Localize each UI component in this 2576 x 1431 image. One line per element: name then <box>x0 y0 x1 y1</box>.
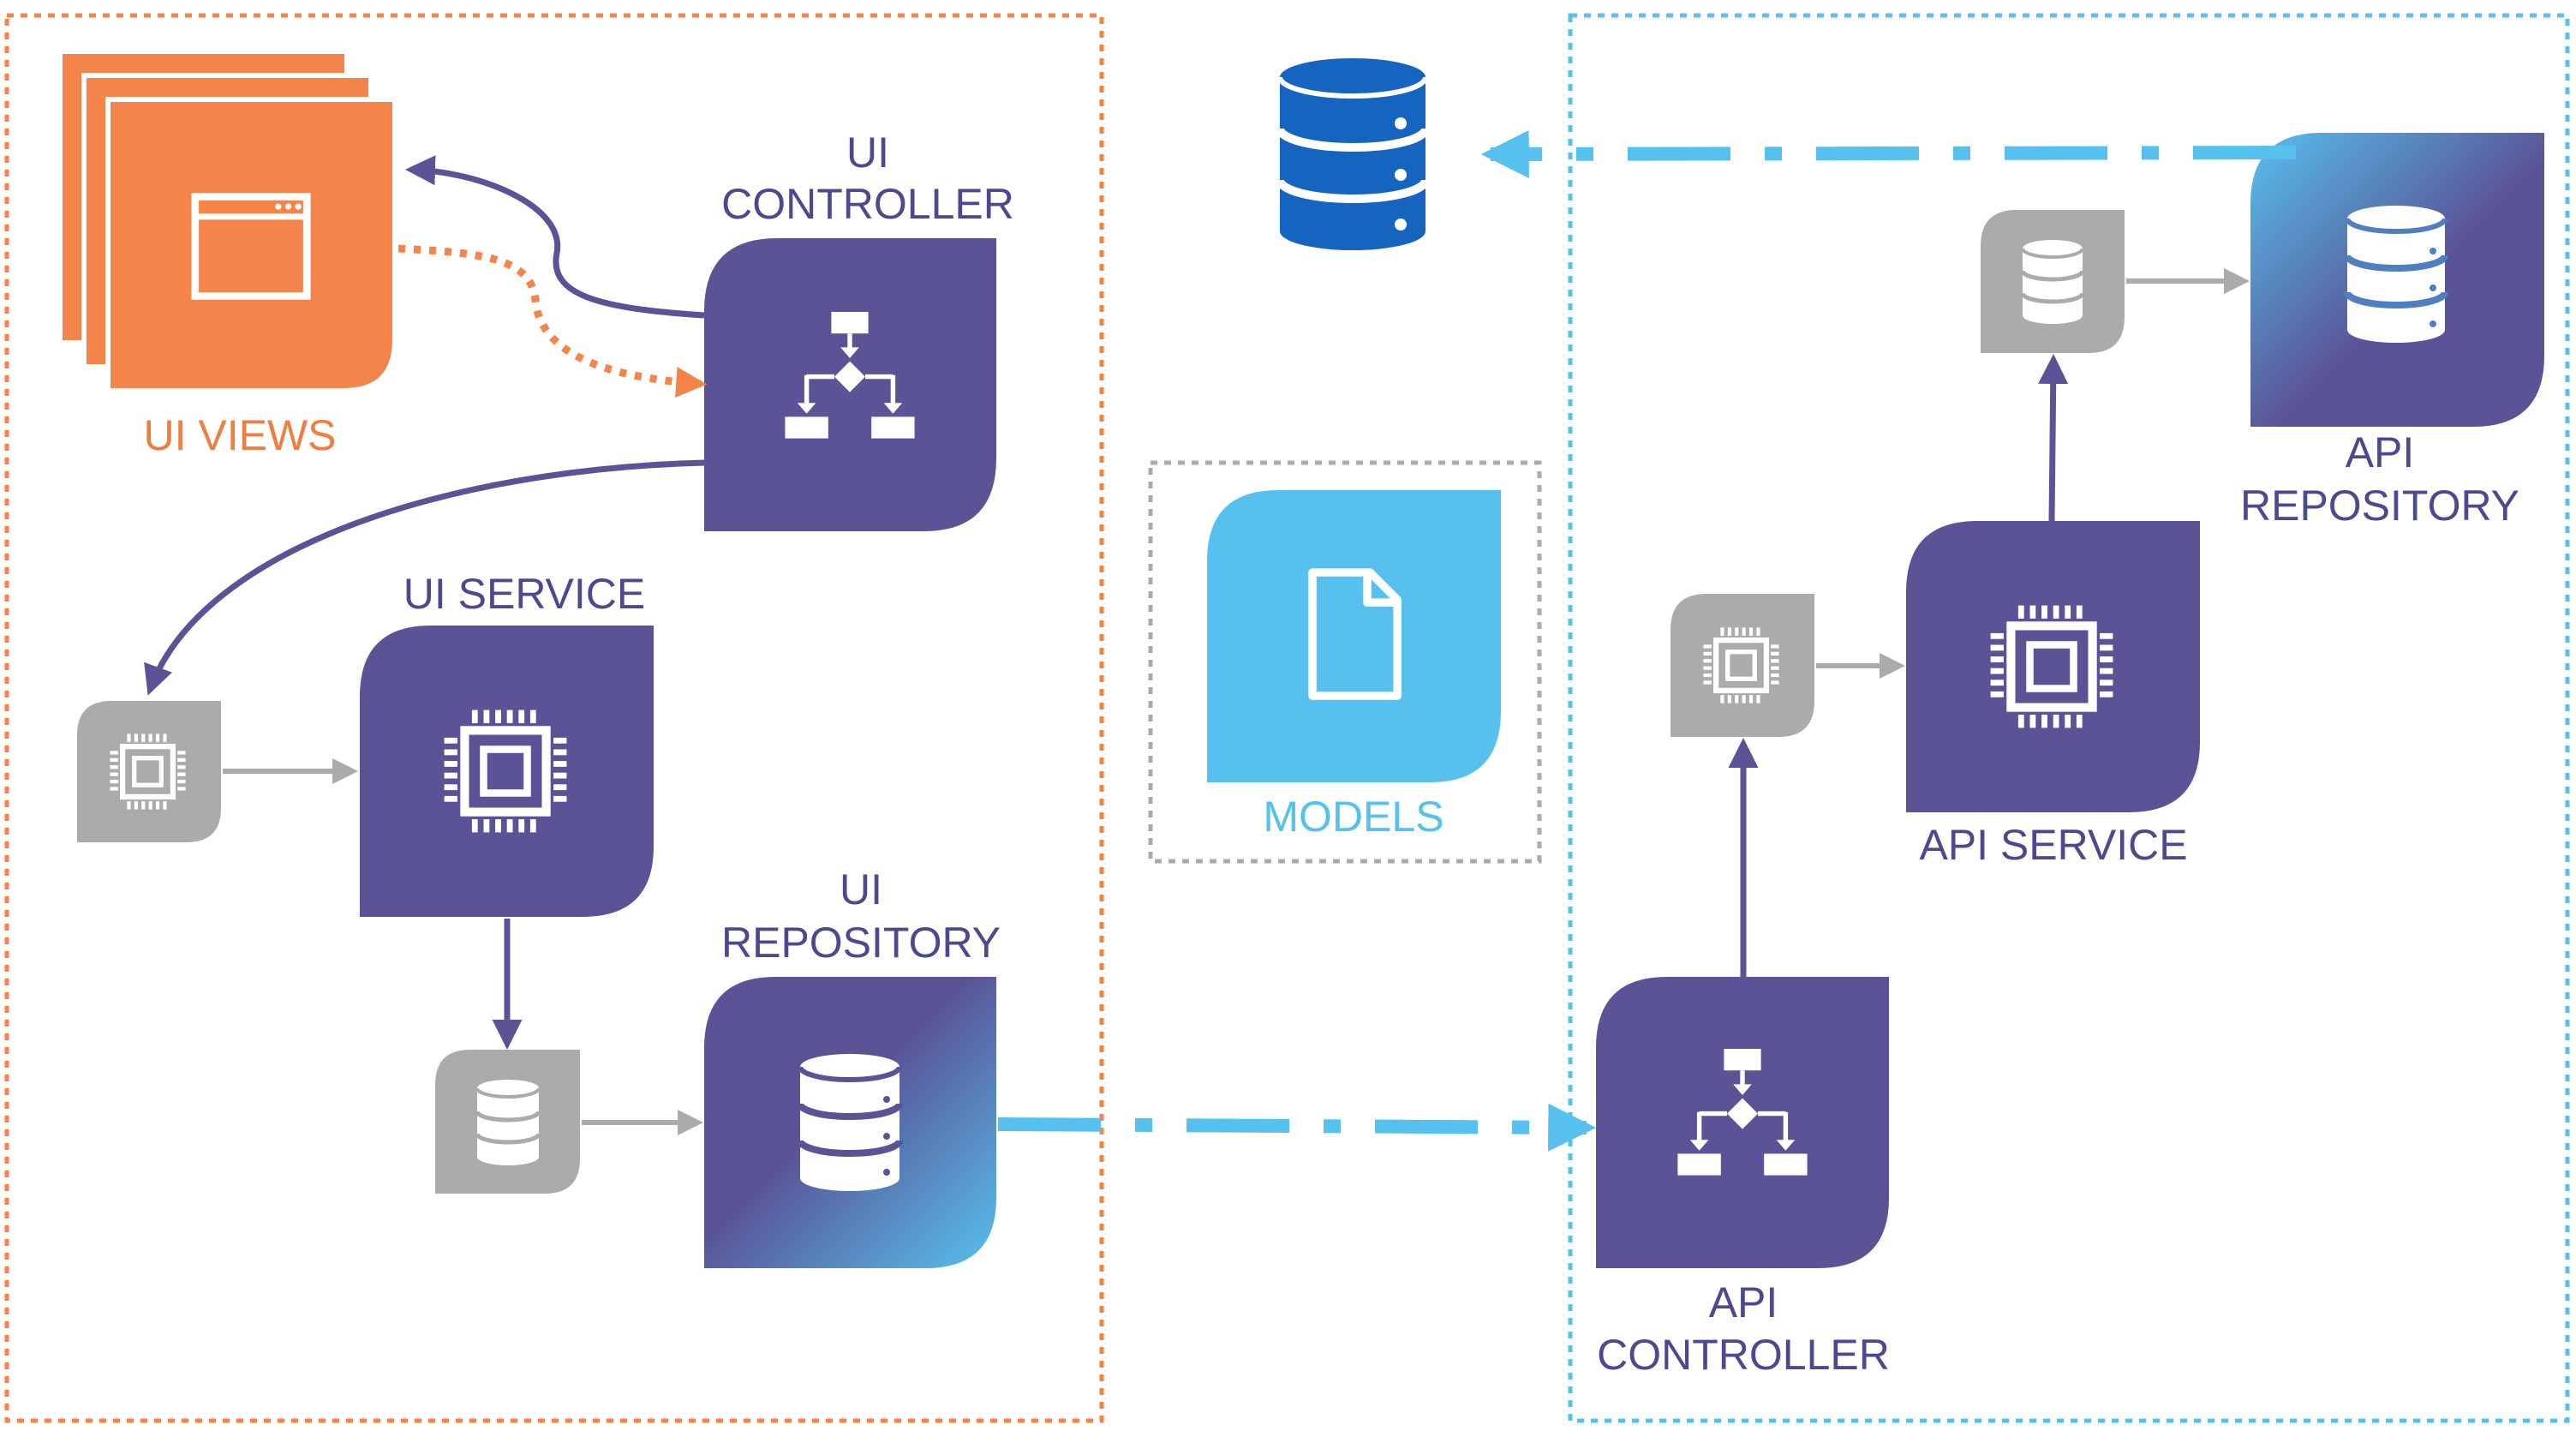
ui-layer-boundary <box>4 13 1104 1423</box>
ui-controller-node <box>704 238 996 531</box>
api-service-interface-node <box>1671 594 1814 737</box>
database-icon <box>797 1054 903 1191</box>
api-repository-node <box>2250 133 2544 427</box>
ui-repository-interface-node <box>435 1050 580 1194</box>
ui-service-node <box>360 626 654 917</box>
ui-repository-label-1: UI <box>840 865 882 913</box>
api-repository-label-2: REPOSITORY <box>2240 482 2519 530</box>
models-boundary <box>1148 460 1542 864</box>
api-controller-label-1: API <box>1709 1278 1778 1326</box>
api-layer-boundary <box>1568 13 2570 1423</box>
ui-repository-label-2: REPOSITORY <box>721 919 1001 967</box>
models-label: MODELS <box>1263 793 1443 841</box>
ui-views-node <box>57 49 397 393</box>
external-database <box>1276 58 1430 250</box>
api-service-to-repository-arrow <box>2038 354 2069 522</box>
ui-repository-node <box>704 977 996 1268</box>
api-service-node <box>1906 521 2200 812</box>
ui-controller-label-1: UI <box>846 129 889 177</box>
api-repository-label-1: API <box>2346 428 2415 476</box>
ui-views-label: UI VIEWS <box>143 411 336 459</box>
api-controller-node <box>1596 977 1889 1268</box>
api-controller-label-2: CONTROLLER <box>1597 1331 1890 1379</box>
db-query-arrow <box>1480 129 2297 178</box>
controller-to-service-arrow <box>144 459 705 696</box>
ui-controller-label-2: CONTROLLER <box>721 180 1014 228</box>
api-service-label: API SERVICE <box>1919 821 2187 869</box>
api-repository-interface-node <box>1981 210 2125 353</box>
http-call-arrow <box>997 1103 1597 1152</box>
ui-service-label: UI SERVICE <box>403 570 646 618</box>
controller-to-views-arrow <box>405 155 705 319</box>
models-node <box>1207 490 1501 782</box>
database-icon <box>2344 206 2448 343</box>
views-to-controller-arrow <box>397 244 708 398</box>
ui-service-interface-node <box>77 701 221 842</box>
